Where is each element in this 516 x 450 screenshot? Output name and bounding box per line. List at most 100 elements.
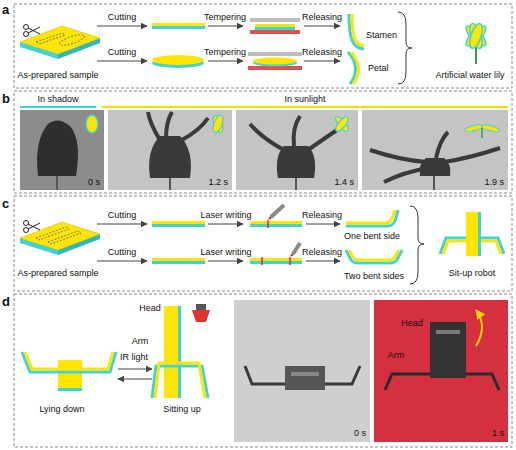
time-label: 1.4 s: [334, 177, 354, 188]
photo-sunlight: [108, 110, 232, 190]
photo-sunlight: [108, 110, 232, 190]
process-arrow: [208, 60, 243, 61]
condition-bar: [20, 106, 96, 108]
condition-label: In sunlight: [284, 94, 325, 105]
brace: [410, 206, 424, 284]
photo-sitting: [476, 310, 482, 346]
process-arrow: [97, 260, 147, 261]
water-lily-icon: [467, 22, 485, 50]
photo-sunlight: [334, 115, 351, 133]
laser-strip: [250, 221, 302, 224]
photo-sunlight: [370, 150, 426, 162]
step-label: Releasing: [302, 210, 342, 221]
step-label: Releasing: [302, 47, 342, 58]
step-label: Cutting: [108, 247, 137, 258]
sample-sheet: [36, 33, 65, 44]
photo-sunlight: [481, 128, 483, 138]
part-label: Stamen: [366, 30, 397, 41]
photo-sunlight: [211, 114, 225, 134]
tempering-stack: [250, 18, 300, 34]
photo-sunlight: [169, 178, 171, 190]
photo-sunlight: [149, 136, 191, 178]
tempering-stack: [255, 24, 295, 27]
photo-sunlight: [433, 176, 435, 190]
photo-sunlight: [362, 110, 508, 190]
time-label: 0 s: [354, 428, 366, 439]
process-arrow: [208, 223, 243, 224]
tempering-stack: [255, 27, 295, 30]
photo-shadow: [56, 176, 58, 190]
laser-strip: [250, 205, 302, 265]
panel-letter: c: [2, 197, 9, 211]
step-label: Cutting: [108, 210, 137, 221]
cut-strip: [152, 221, 205, 264]
process-arrow: [118, 368, 152, 369]
photo-lying: [291, 372, 319, 376]
dashed-panel: [14, 91, 512, 193]
sample-sheet: [20, 26, 100, 54]
scissors-icon: [24, 221, 41, 233]
process-arrow: [97, 60, 147, 61]
step-label: As-prepared sample: [17, 268, 98, 279]
process-arrow: [306, 223, 340, 224]
time-label: 1.9 s: [484, 177, 504, 188]
state-label: Sitting up: [163, 404, 201, 415]
condition-label: In shadow: [37, 94, 78, 105]
scissors-icon: [24, 25, 41, 37]
cut-disc: [152, 55, 204, 65]
cut-strip: [152, 221, 205, 224]
process-arrow: [97, 223, 147, 224]
cut-strip: [152, 224, 205, 227]
brace: [398, 12, 412, 84]
scissors-icon: [28, 28, 40, 34]
stamen-shape: [349, 14, 364, 49]
laser-strip: [261, 257, 263, 265]
laser-strip: [267, 220, 269, 228]
process-arrow: [208, 260, 243, 261]
state-label: Lying down: [39, 404, 84, 415]
dashed-panel: [14, 294, 512, 447]
water-lily-icon: [467, 22, 485, 50]
robot-sitting: [178, 306, 181, 398]
sample-sheet: [59, 33, 86, 48]
part-label: Head: [139, 303, 161, 314]
bent-strip: [349, 250, 399, 260]
dashed-panel: [14, 196, 512, 291]
part-label: Two bent sides: [344, 271, 404, 282]
laser-strip: [250, 261, 302, 264]
photo-sunlight: [464, 124, 483, 133]
photo-shadow: [37, 120, 78, 176]
scissors-icon: [24, 25, 29, 30]
photo-sunlight: [444, 148, 500, 162]
part-label: Head: [401, 318, 423, 329]
tempering-stack: [248, 66, 302, 70]
sit-up-robot-icon: [466, 212, 478, 256]
step-label: Laser writing: [200, 247, 251, 258]
photo-sitting: [374, 300, 508, 442]
laser-strip: [250, 224, 302, 227]
sit-up-robot-icon: [478, 212, 481, 256]
process-arrow: [208, 25, 243, 26]
photo-sunlight: [236, 110, 358, 190]
laser-strip: [269, 217, 271, 219]
sample-sheet: [20, 26, 100, 59]
robot-lying: [25, 352, 113, 369]
laser-strip: [291, 254, 293, 256]
tempering-stack: [248, 52, 302, 56]
dashed-panel: [14, 4, 512, 447]
laser-strip: [289, 257, 291, 265]
tempering-stack: [250, 18, 300, 22]
robot-lying: [22, 352, 116, 372]
stamen-shape: [349, 14, 364, 49]
sample-sheet: [20, 222, 100, 255]
photo-sunlight: [334, 115, 351, 133]
robot-lying: [58, 360, 82, 390]
water-lily-icon: [463, 22, 488, 50]
part-label: One bent side: [344, 231, 400, 242]
photo-shadow: [86, 115, 98, 133]
cut-strip: [152, 23, 205, 26]
time-label: 0 s: [88, 177, 100, 188]
